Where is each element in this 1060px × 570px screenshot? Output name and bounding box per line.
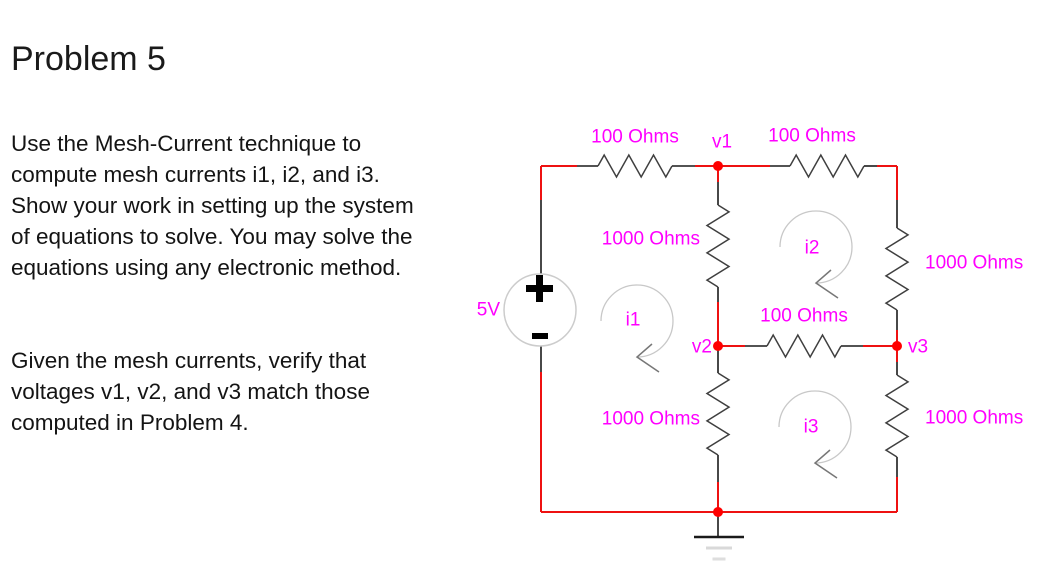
resistor-middle — [766, 333, 842, 359]
voltage-source — [503, 273, 577, 347]
problem-text: Use the Mesh-Current technique to comput… — [11, 97, 471, 469]
node-label-v2: v2 — [692, 337, 712, 358]
node-label-v3: v3 — [908, 337, 928, 358]
resistor-right-upper — [884, 227, 910, 311]
mesh-current-label-i3: i3 — [804, 417, 819, 438]
mesh-loop-i2 — [779, 210, 853, 284]
verification-statement: Given the mesh currents, verify that vol… — [11, 348, 370, 435]
page-title: Problem 5 — [11, 40, 166, 78]
mesh-arrowhead-i2 — [814, 269, 839, 299]
node-label-v1: v1 — [712, 132, 732, 153]
resistor-label-right-lower: 1000 Ohms — [925, 408, 1023, 429]
node-v3 — [892, 341, 902, 351]
voltage-source-label: 5V — [477, 300, 501, 321]
node-v2 — [713, 341, 723, 351]
mesh-current-label-i1: i1 — [626, 310, 641, 331]
resistor-top-left — [597, 153, 673, 179]
plus-terminal-icon — [536, 275, 543, 302]
node-v1 — [713, 161, 723, 171]
problem-statement: Use the Mesh-Current technique to comput… — [11, 131, 414, 280]
mesh-arrowhead-i3 — [813, 449, 838, 479]
resistor-label-mid-upper: 1000 Ohms — [602, 229, 700, 250]
mesh-current-label-i2: i2 — [805, 238, 820, 259]
resistor-label-right-upper: 1000 Ohms — [925, 253, 1023, 274]
mesh-arrowhead-i1 — [635, 343, 660, 373]
resistor-mid-lower — [705, 372, 731, 456]
mesh-loop-i3 — [778, 390, 852, 464]
resistor-top-right — [789, 153, 865, 179]
resistor-label-top-right: 100 Ohms — [768, 126, 856, 147]
resistor-label-top-left: 100 Ohms — [591, 127, 679, 148]
minus-terminal-icon — [532, 333, 548, 339]
node-gnd — [713, 507, 723, 517]
resistor-mid-upper — [705, 204, 731, 288]
resistor-label-middle: 100 Ohms — [760, 306, 848, 327]
mesh-loop-i1 — [600, 284, 674, 358]
resistor-label-mid-lower: 1000 Ohms — [602, 409, 700, 430]
resistor-right-lower — [884, 374, 910, 458]
